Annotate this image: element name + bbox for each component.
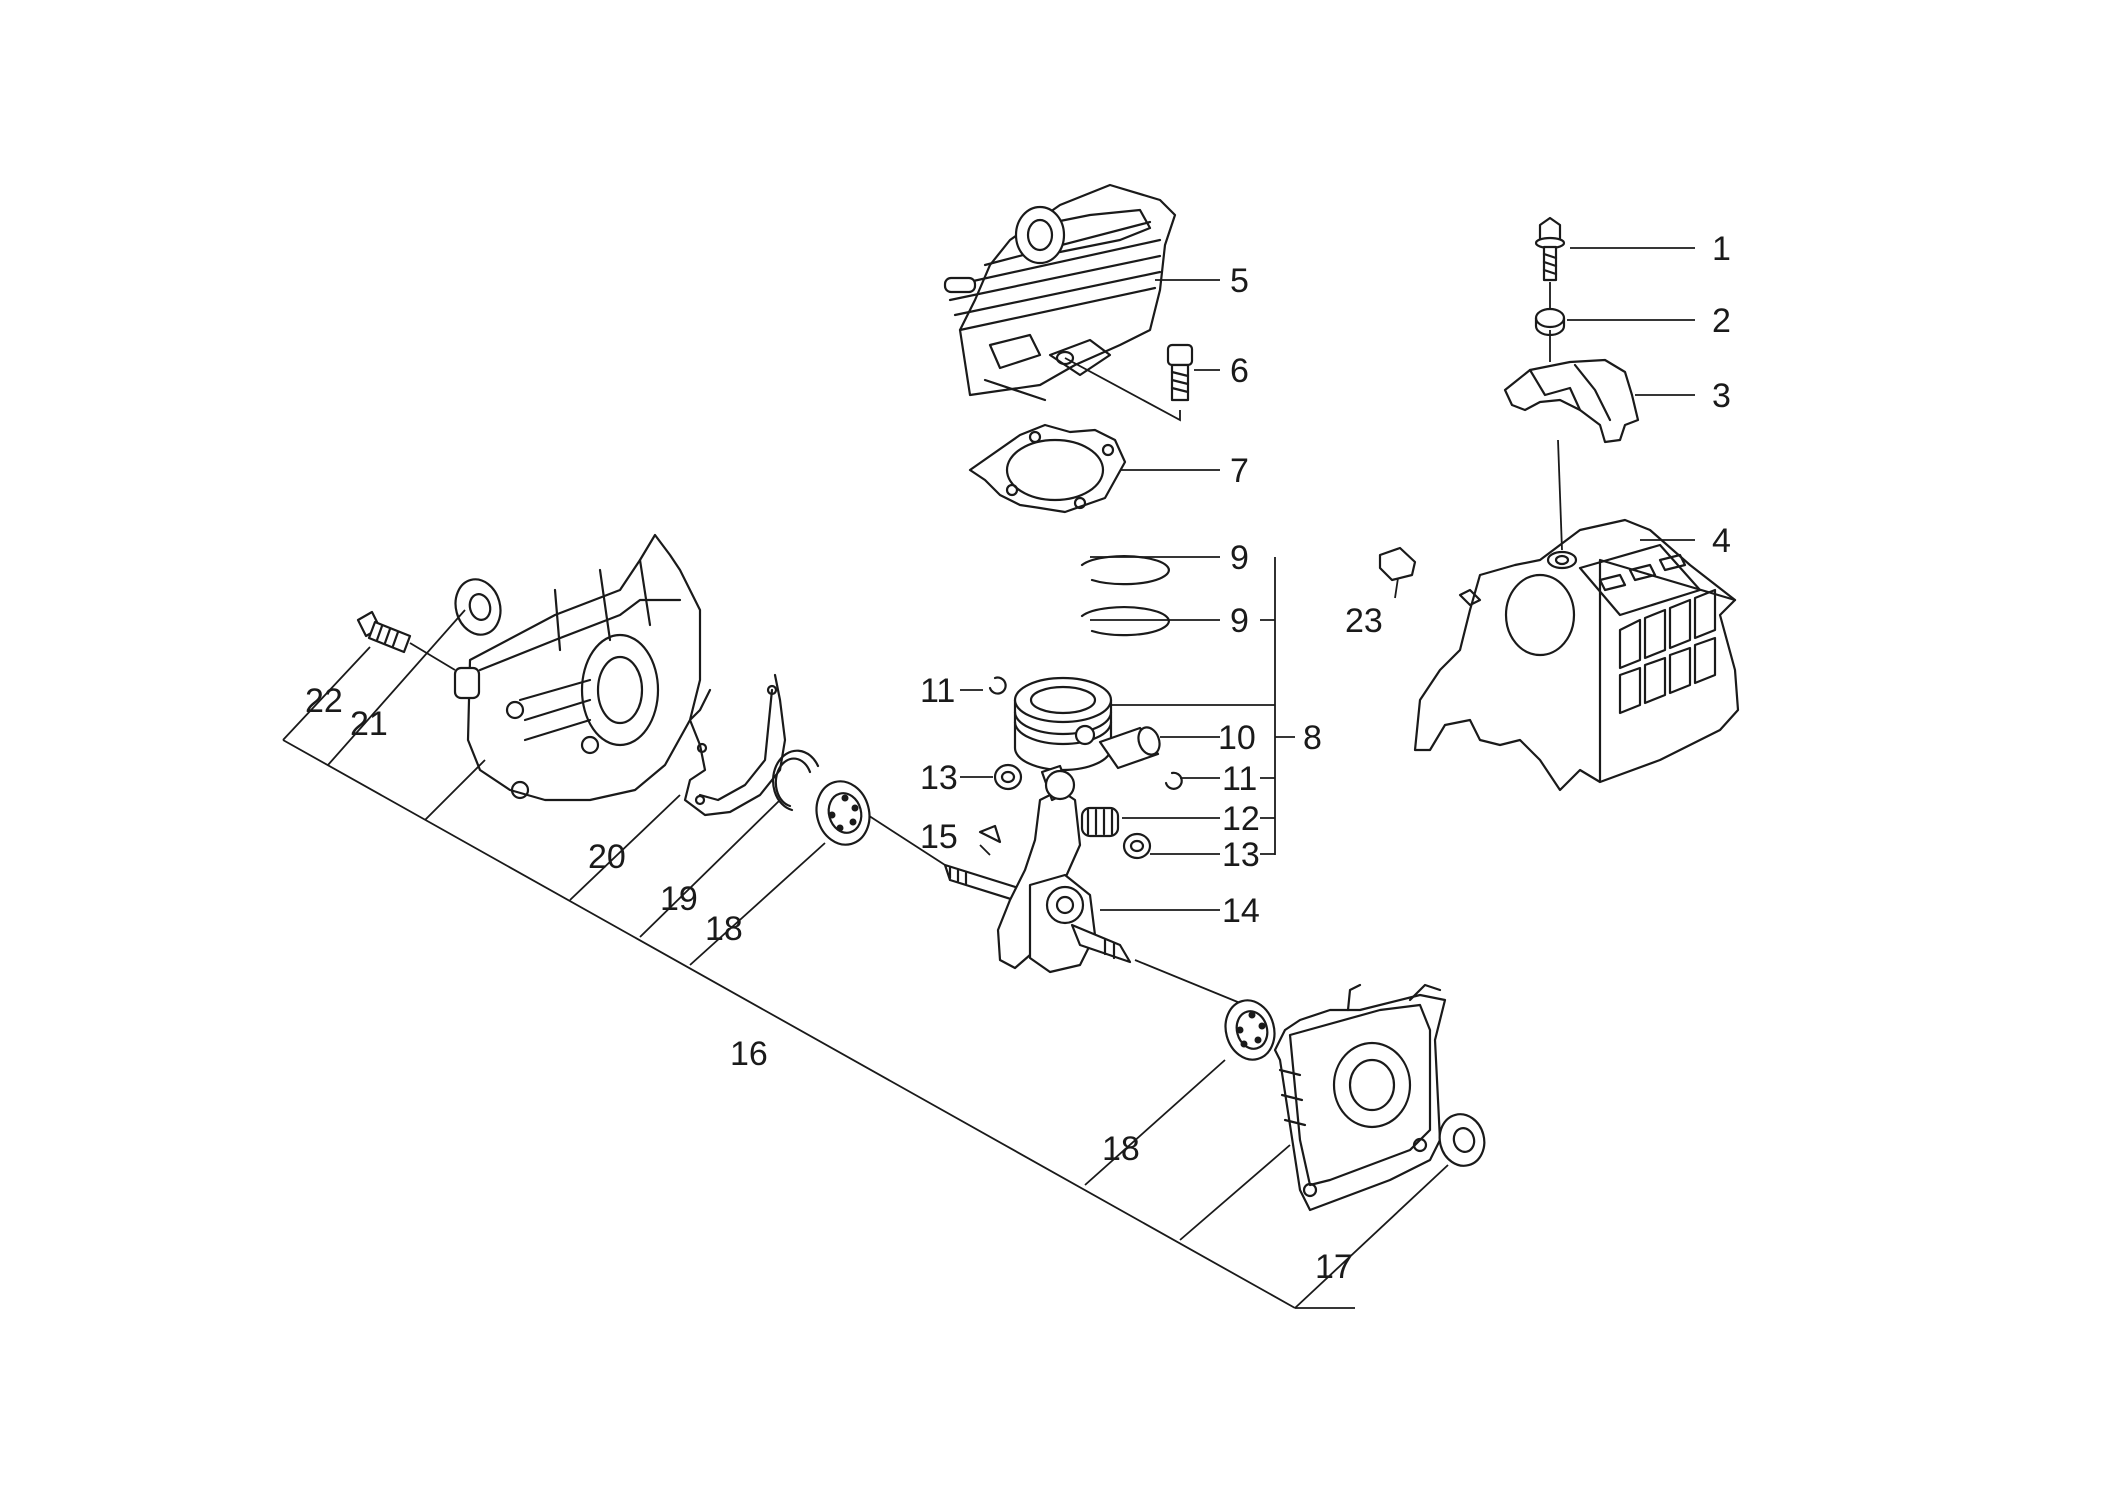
oil-seal-right [1438, 1113, 1486, 1167]
label-part-15: 15 [920, 818, 958, 856]
label-part-18-left: 18 [705, 910, 743, 948]
label-part-8: 8 [1303, 719, 1322, 757]
label-part-11-left: 11 [920, 672, 955, 710]
label-part-14: 14 [1222, 892, 1260, 930]
woodruff-key [978, 824, 1002, 844]
crankshaft [943, 764, 1132, 974]
crankcase-gasket [683, 673, 787, 817]
label-part-5: 5 [1230, 262, 1249, 300]
needle-bearing [1080, 806, 1120, 838]
cover-bracket [1503, 358, 1640, 444]
label-part-23: 23 [1345, 602, 1383, 640]
label-part-9-upper: 9 [1230, 539, 1249, 577]
label-part-22: 22 [305, 682, 343, 720]
label-part-6: 6 [1230, 352, 1249, 390]
circlip-lower [1164, 771, 1183, 790]
oil-seal-left [454, 578, 502, 636]
label-part-7: 7 [1230, 452, 1249, 490]
label-part-21: 21 [350, 705, 388, 743]
crankcase-right [1273, 983, 1447, 1212]
bolt-6 [1166, 343, 1194, 402]
rubber-pad [1378, 546, 1417, 582]
label-part-16: 16 [730, 1035, 768, 1073]
piston [1013, 676, 1113, 772]
circlip-upper [988, 676, 1007, 695]
cylinder [943, 183, 1177, 402]
main-bearing-left [815, 780, 871, 846]
bolt-1 [1534, 216, 1566, 282]
part-number-labels: 1 2 3 4 5 6 7 8 9 9 10 11 11 12 13 13 14… [305, 230, 1731, 1286]
cylinder-gasket [968, 423, 1127, 514]
leader-lines [282, 247, 1695, 1309]
bolt-22 [356, 610, 412, 654]
piston-ring-upper [1080, 555, 1170, 586]
label-part-1: 1 [1712, 230, 1731, 268]
label-part-10: 10 [1218, 719, 1256, 757]
label-part-9-lower: 9 [1230, 602, 1249, 640]
main-bearing-right [1224, 999, 1276, 1061]
piston-pin [1098, 726, 1161, 770]
crankcase-left [453, 533, 702, 802]
label-part-11-right: 11 [1222, 760, 1257, 798]
label-part-13-right: 13 [1222, 836, 1260, 874]
thrust-washer-right [1122, 832, 1152, 860]
label-part-3: 3 [1712, 377, 1731, 415]
piston-ring-lower [1080, 606, 1170, 637]
label-part-13-left: 13 [920, 759, 958, 797]
label-part-12: 12 [1222, 800, 1260, 838]
label-part-19: 19 [660, 880, 698, 918]
label-part-20: 20 [588, 838, 626, 876]
label-part-18-right: 18 [1102, 1130, 1140, 1168]
label-part-17: 17 [1315, 1248, 1353, 1286]
label-part-4: 4 [1712, 522, 1731, 560]
thrust-washer-left [993, 763, 1023, 791]
label-part-2: 2 [1712, 302, 1731, 340]
engine-cover [1413, 518, 1740, 792]
